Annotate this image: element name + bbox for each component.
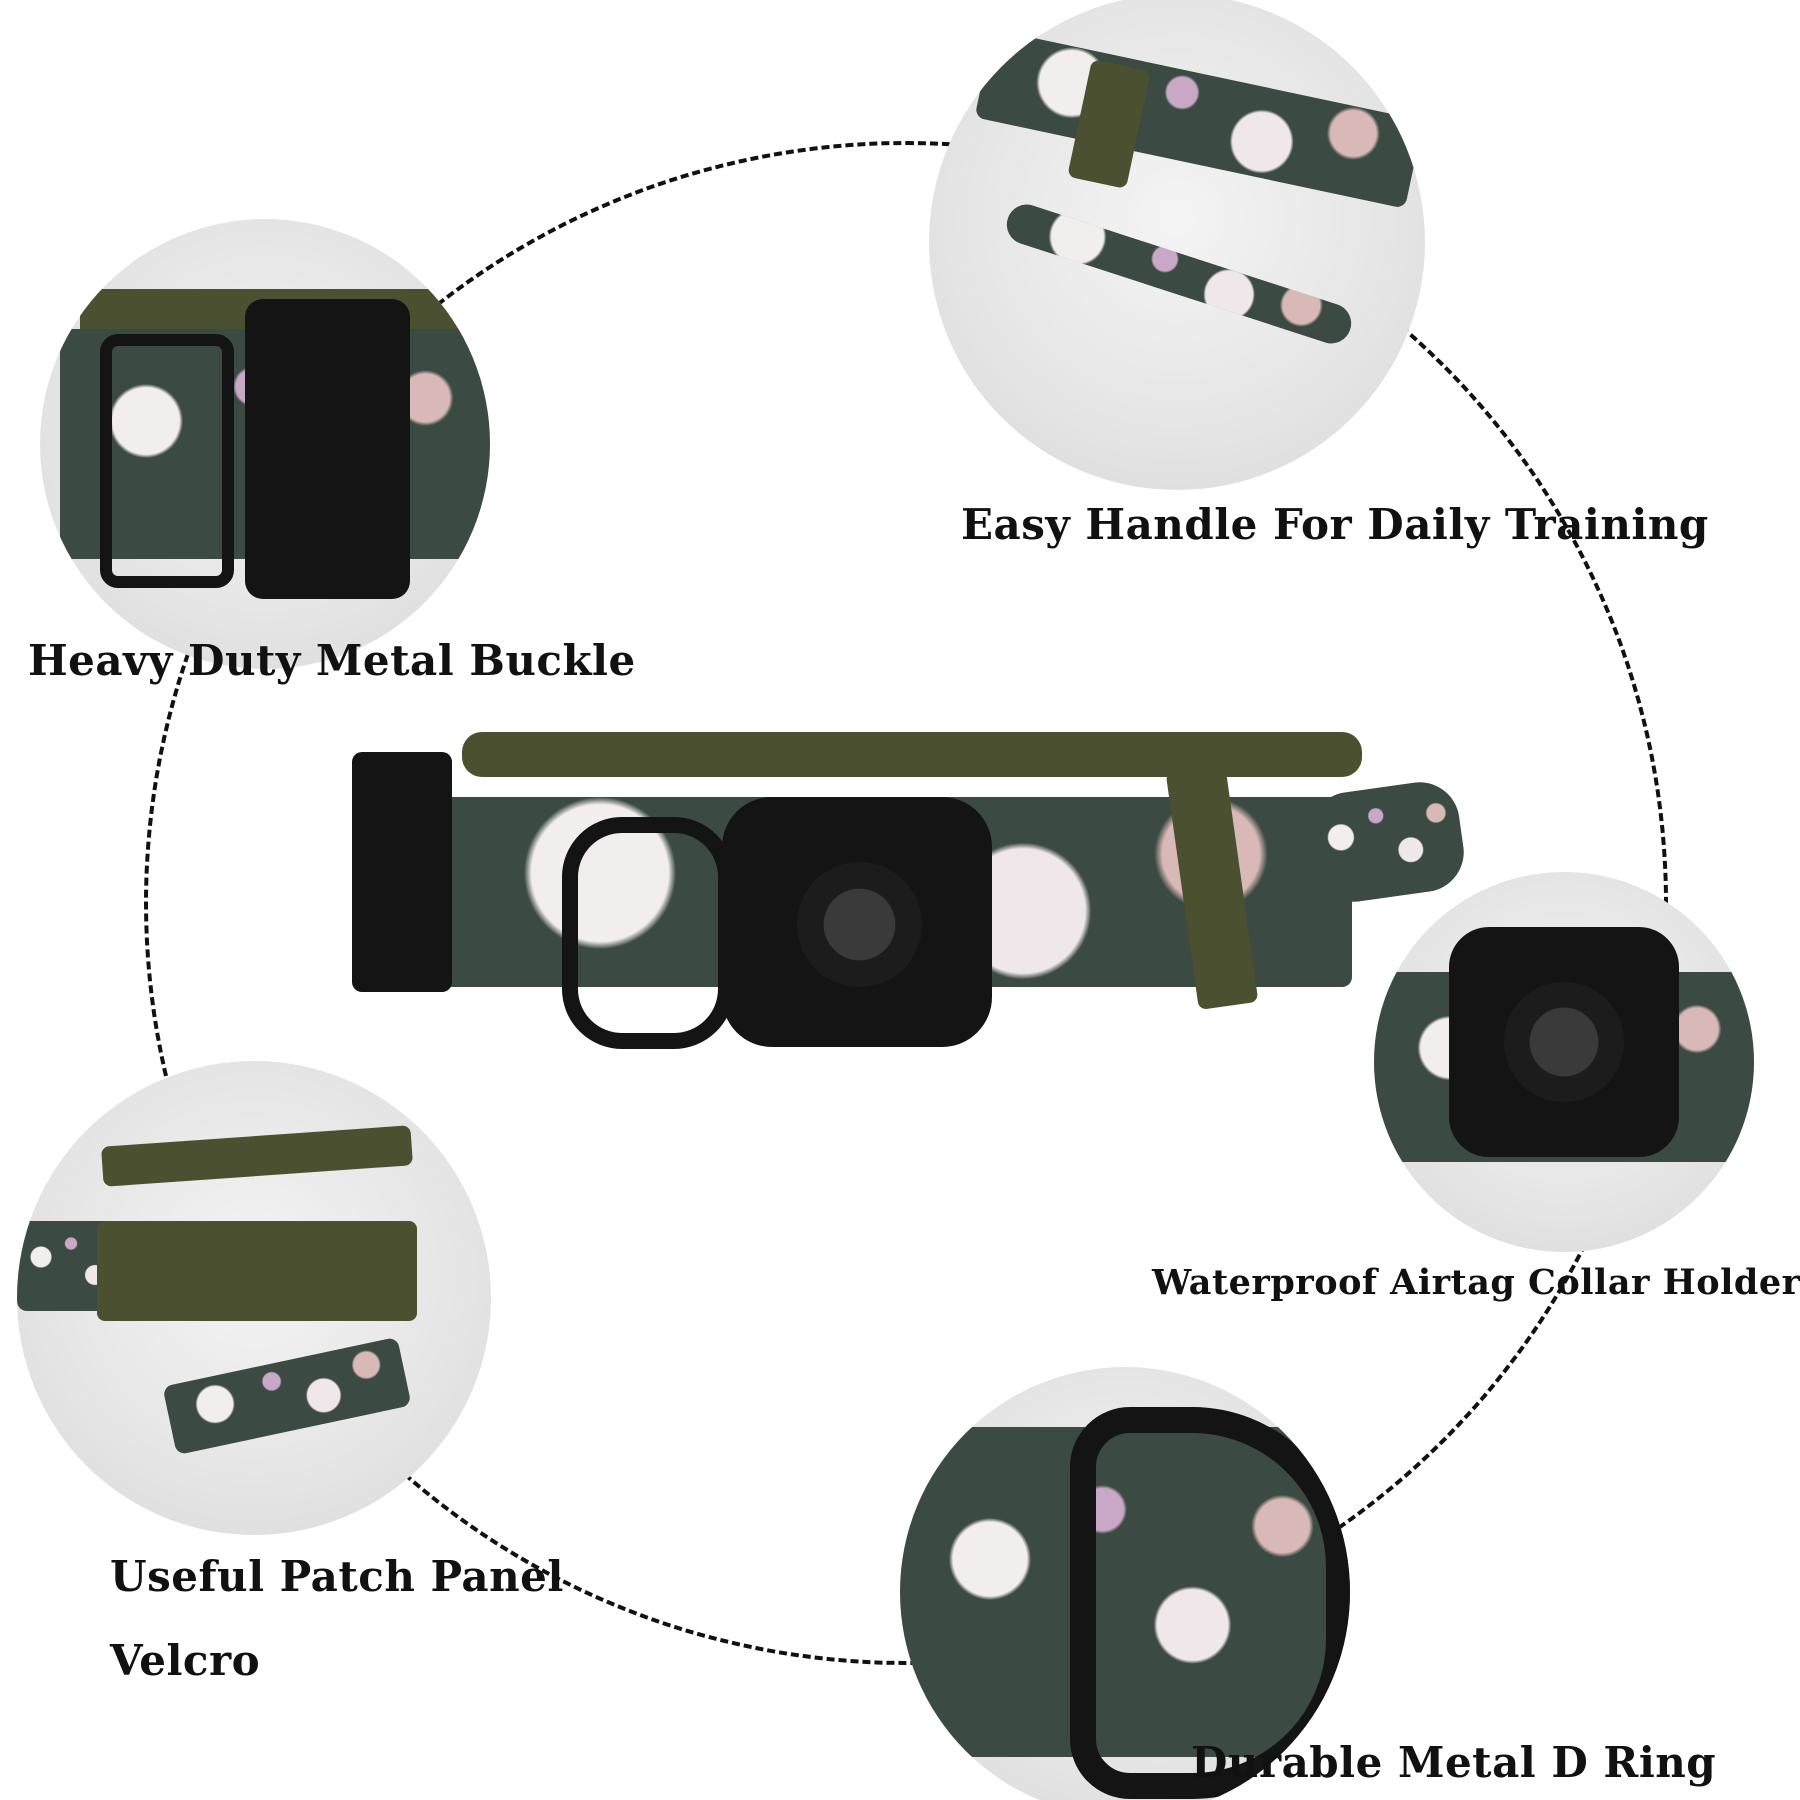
- d-ring-photo: [900, 1367, 1350, 1800]
- handle-photo: [929, 0, 1425, 490]
- feature-label-d-ring: Durable Metal D Ring: [1191, 1738, 1717, 1787]
- buckle-photo: [40, 219, 490, 669]
- feature-label-handle: Easy Handle For Daily Training: [961, 500, 1709, 549]
- feature-label-velcro-line2: Velcro: [110, 1636, 261, 1685]
- velcro-photo: [17, 1061, 491, 1535]
- feature-label-airtag: Waterproof Airtag Collar Holder: [1152, 1262, 1800, 1303]
- feature-label-buckle: Heavy Duty Metal Buckle: [28, 636, 636, 685]
- collar-main-image: [352, 727, 1469, 1050]
- feature-label-velcro-line1: Useful Patch Panel: [110, 1552, 564, 1601]
- airtag-photo: [1374, 872, 1754, 1252]
